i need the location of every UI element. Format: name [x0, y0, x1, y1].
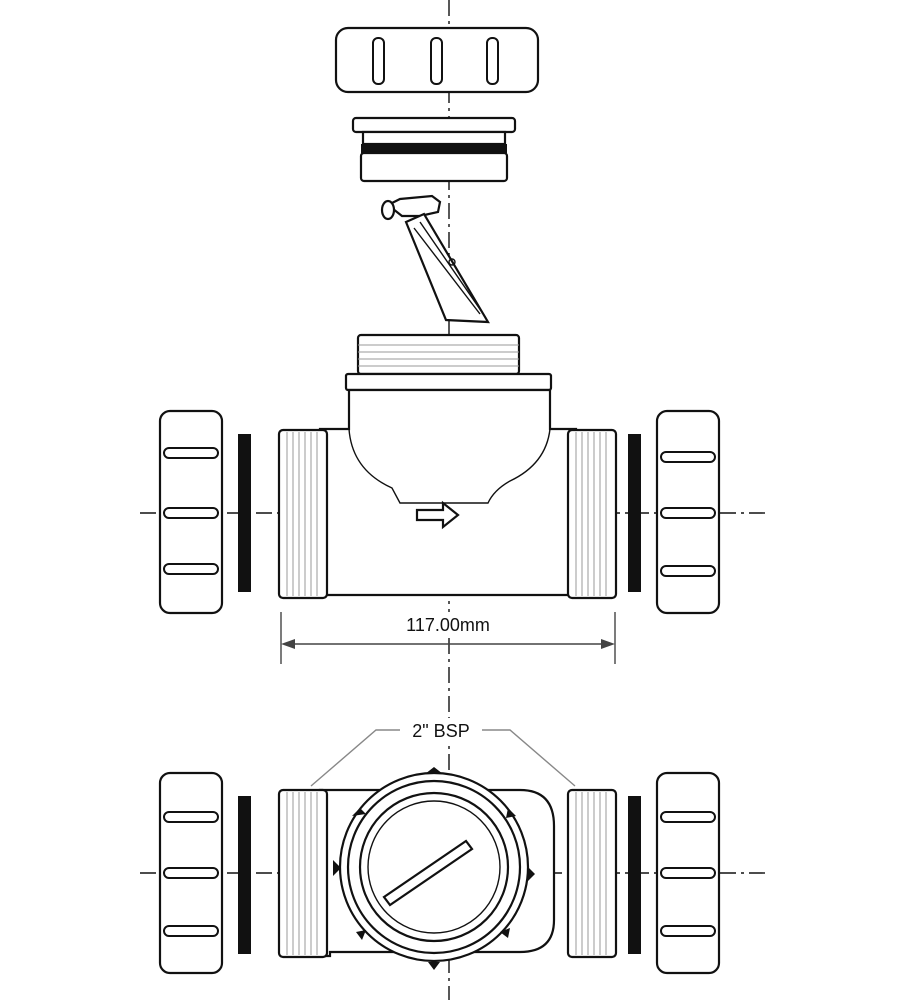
left-seal-ring-lower — [238, 796, 251, 954]
lower-left-thread-lines — [286, 792, 318, 955]
right-union-nut-upper — [655, 409, 721, 615]
right-seal-ring-upper — [628, 434, 641, 592]
left-union-nut-lower — [158, 771, 224, 975]
dimension-label: 117.00mm — [406, 615, 490, 635]
left-thread-lines — [286, 432, 318, 596]
thread-spec-callout: 2" BSP — [310, 718, 576, 787]
left-union-nut-upper — [158, 409, 224, 615]
flap-valve — [380, 194, 490, 324]
flow-arrow-icon — [415, 500, 460, 530]
cap-nut — [334, 26, 540, 94]
dimension-annotation: 117.00mm — [280, 612, 616, 664]
right-thread-lines — [575, 432, 607, 596]
threaded-insert — [351, 116, 517, 183]
right-seal-ring-lower — [628, 796, 641, 954]
tee-body-side-view — [277, 333, 618, 600]
boss-thread-lines — [358, 344, 519, 367]
left-seal-ring-upper — [238, 434, 251, 592]
round-cap-top-view — [333, 767, 535, 970]
lower-right-thread-lines — [575, 792, 607, 955]
right-union-nut-lower — [655, 771, 721, 975]
thread-spec-label: 2" BSP — [412, 721, 469, 741]
